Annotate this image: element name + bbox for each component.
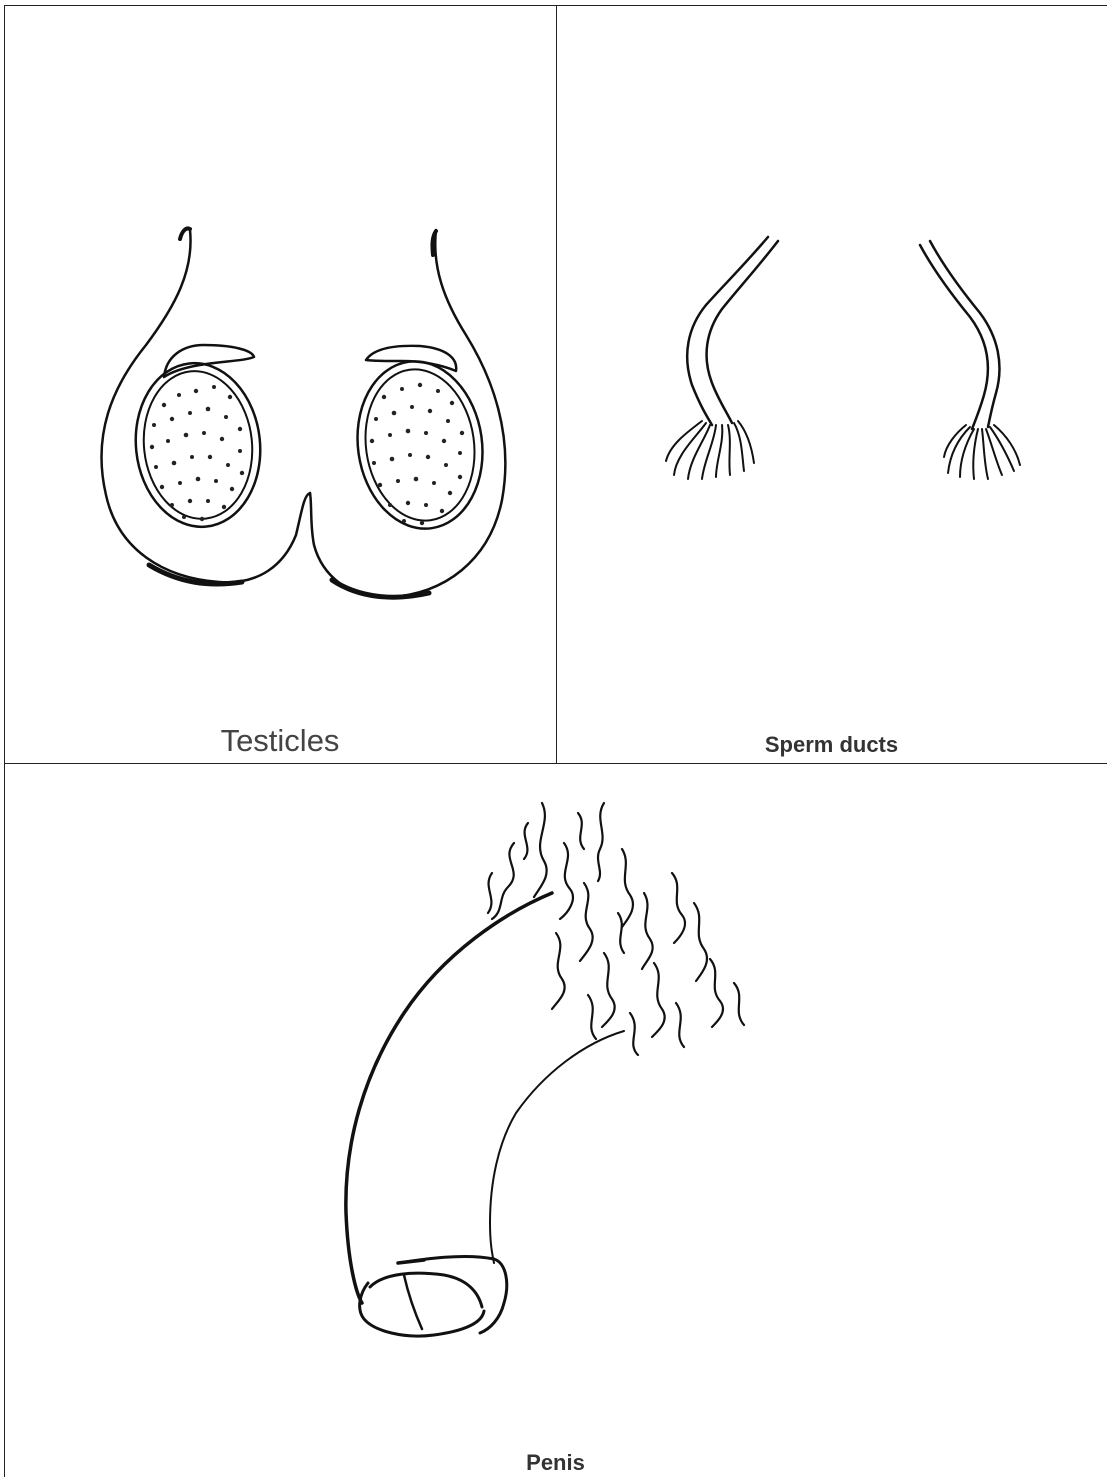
pubic-hair — [488, 803, 744, 1055]
testicle-stipple-right — [370, 383, 464, 525]
panel-penis: Penis — [4, 763, 1107, 1477]
caption-testicles: Testicles — [4, 723, 556, 759]
sperm-ducts-illustration-icon — [556, 5, 1107, 763]
testicles-illustration-icon — [4, 5, 556, 763]
caption-sperm-ducts: Sperm ducts — [556, 732, 1107, 758]
panel-testicles: Testicles — [4, 5, 556, 763]
penis-illustration-icon — [4, 763, 1107, 1477]
panel-sperm-ducts: Sperm ducts — [556, 5, 1107, 763]
caption-penis: Penis — [4, 1450, 1107, 1476]
